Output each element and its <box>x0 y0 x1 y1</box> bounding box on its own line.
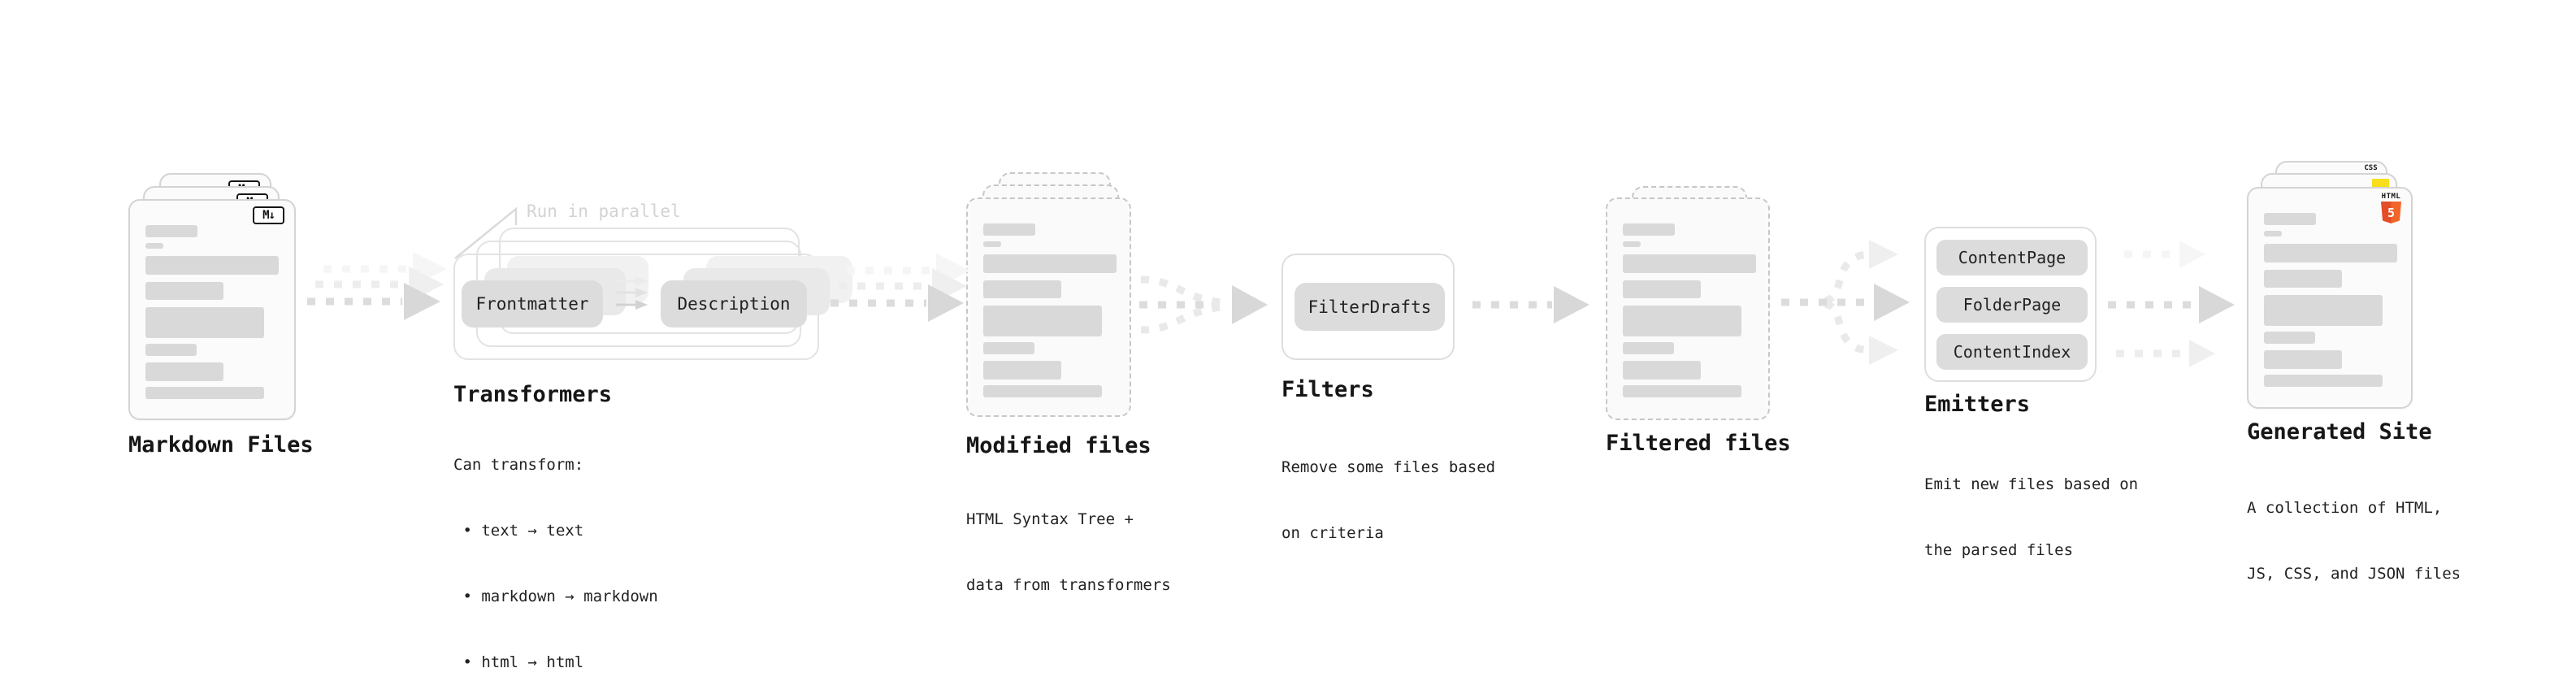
skeleton-bar <box>2264 332 2315 344</box>
desc-line: • text → text <box>453 522 584 540</box>
stage-markdown-files: M↓ M↓ M↓ Markdown Files <box>126 158 353 484</box>
frontmatter-pill: Frontmatter <box>462 280 603 327</box>
skeleton-bar <box>2264 375 2383 387</box>
skeleton-bar <box>145 362 223 381</box>
skeleton-bar <box>983 280 1061 298</box>
skeleton-bar <box>983 306 1102 336</box>
filtered-file-card-front <box>1606 197 1770 420</box>
run-in-parallel-note: Run in parallel <box>527 202 681 221</box>
description-pill: Description <box>661 280 807 327</box>
skeleton-bar <box>983 385 1102 397</box>
stage-label-transformers: Transformers <box>453 382 613 407</box>
stage-filters: FilterDrafts Filters Remove some files b… <box>1280 252 1495 542</box>
html5-number: 5 <box>2387 205 2396 220</box>
skeleton-bar <box>1623 385 1741 397</box>
transformers-description: Can transform: • text → text • markdown … <box>453 410 658 681</box>
generated-description: A collection of HTML, JS, CSS, and JSON … <box>2247 453 2461 629</box>
skeleton-bar <box>1623 306 1741 336</box>
skeleton-bar <box>1623 342 1674 354</box>
filterdrafts-pill: FilterDrafts <box>1295 283 1445 331</box>
desc-line: data from transformers <box>966 576 1171 594</box>
skeleton-bar <box>145 256 279 275</box>
emitters-box: ContentPage FolderPage ContentIndex <box>1924 227 2097 382</box>
html5-label: HTML <box>2381 193 2401 201</box>
skeleton-bar <box>1623 361 1701 380</box>
markdown-icon: M↓ <box>253 206 284 224</box>
skeleton-bar <box>1623 223 1675 236</box>
skeleton-bar <box>1623 241 1641 247</box>
html-file-card: HTML 5 <box>2247 187 2413 409</box>
skeleton-bar <box>145 344 197 356</box>
stage-label-emitters: Emitters <box>1924 392 2031 417</box>
stage-transformers: Run in parallel Frontmatter Description … <box>451 195 852 671</box>
desc-line: JS, CSS, and JSON files <box>2247 565 2461 583</box>
skeleton-bar <box>2264 213 2316 225</box>
skeleton-bar <box>2264 270 2342 288</box>
modified-file-card-front <box>966 197 1131 417</box>
desc-line: Can transform: <box>453 456 584 474</box>
desc-line: Remove some files based <box>1281 458 1496 476</box>
stage-filtered-files: Filtered files <box>1602 172 1814 497</box>
filters-description: Remove some files based on criteria <box>1281 413 1495 588</box>
stage-label-modified-files: Modified files <box>966 433 1151 458</box>
desc-line: the parsed files <box>1924 541 2074 559</box>
html5-shield: 5 <box>2381 202 2401 223</box>
skeleton-bar <box>983 254 1117 273</box>
contentindex-pill: ContentIndex <box>1936 334 2088 370</box>
html5-icon: HTML 5 <box>2381 193 2401 223</box>
skeleton-bar <box>145 225 197 237</box>
arrow-filters-to-filtered <box>1472 286 1589 323</box>
contentpage-pill: ContentPage <box>1936 240 2088 275</box>
skeleton-bar <box>983 241 1001 247</box>
stage-modified-files: Modified files HTML Syntax Tree + data f… <box>963 158 1190 594</box>
skeleton-bar <box>2264 350 2342 369</box>
skeleton-bar <box>2264 295 2383 326</box>
stage-generated-site: CSS HTML 5 Generated Site A col <box>2244 159 2472 583</box>
stage-label-generated-site: Generated Site <box>2247 419 2432 445</box>
stage-label-markdown-files: Markdown Files <box>128 432 314 458</box>
stage-emitters: ContentPage FolderPage ContentIndex Emit… <box>1922 225 2138 559</box>
desc-line: Emit new files based on <box>1924 475 2139 493</box>
js-icon <box>2372 179 2389 188</box>
skeleton-bar <box>2264 244 2397 262</box>
skeleton-bar <box>145 387 264 399</box>
skeleton-bar <box>983 361 1061 380</box>
skeleton-bar <box>983 342 1034 354</box>
arrows-emitters-to-generated <box>2108 241 2235 367</box>
skeleton-bar <box>1623 280 1701 298</box>
skeleton-bar <box>2264 231 2282 236</box>
skeleton-bar <box>145 243 163 249</box>
skeleton-bar <box>145 307 264 338</box>
skeleton-bar <box>1623 254 1756 273</box>
emitters-description: Emit new files based on the parsed files <box>1924 430 2138 605</box>
desc-line: A collection of HTML, <box>2247 499 2443 517</box>
css-label: CSS <box>2364 164 2378 172</box>
skeleton-bar <box>983 223 1035 236</box>
stage-label-filtered-files: Filtered files <box>1606 431 1791 456</box>
stage-label-filters: Filters <box>1281 377 1374 402</box>
skeleton-bar <box>145 282 223 300</box>
markdown-file-card-front: M↓ <box>128 199 296 420</box>
desc-line: HTML Syntax Tree + <box>966 510 1134 528</box>
desc-line: on criteria <box>1281 524 1384 542</box>
filters-box: FilterDrafts <box>1281 254 1455 360</box>
desc-line: • html → html <box>453 653 584 671</box>
desc-line: • markdown → markdown <box>453 588 658 605</box>
folderpage-pill: FolderPage <box>1936 287 2088 323</box>
modified-description: HTML Syntax Tree + data from transformer… <box>966 465 1171 640</box>
